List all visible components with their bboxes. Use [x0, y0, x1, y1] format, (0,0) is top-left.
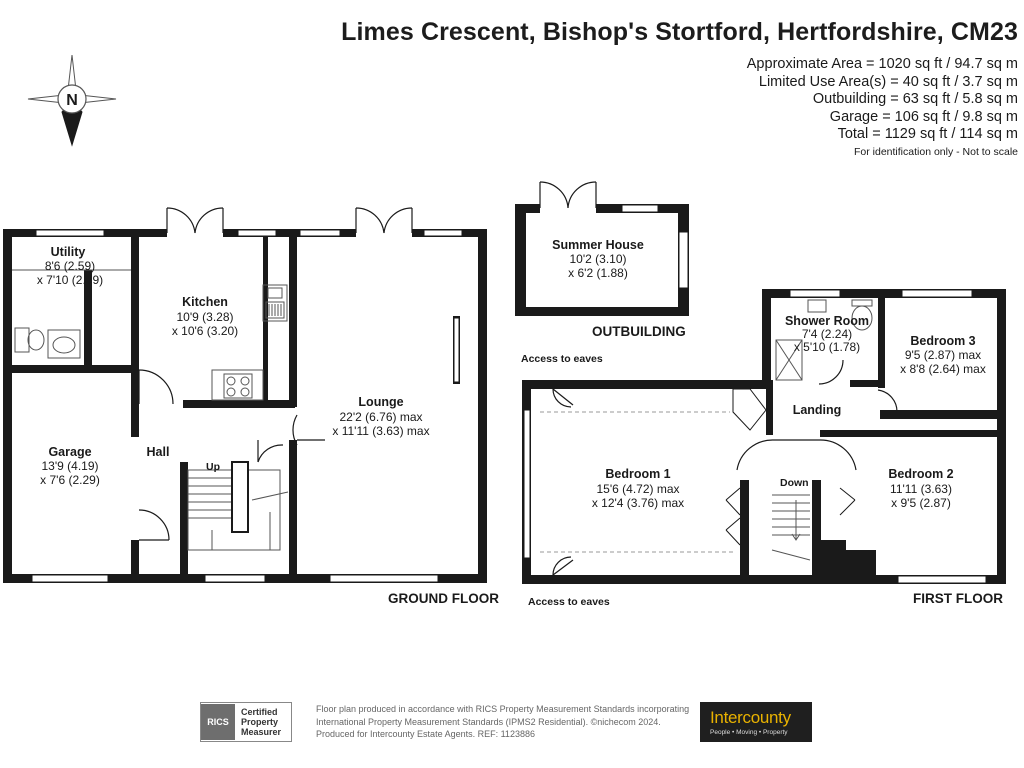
- area-garage: Garage = 106 sq ft / 9.8 sq m: [829, 108, 1018, 125]
- eaves-top-label: Access to eaves: [521, 353, 603, 365]
- landing-name: Landing: [793, 403, 842, 417]
- compass-icon: N: [27, 54, 117, 147]
- garage-dim2: x 7'6 (2.29): [40, 473, 100, 487]
- rics-line2: Property: [241, 717, 279, 727]
- garage-dim1: 13'9 (4.19): [42, 459, 99, 473]
- rics-logo: RICS: [201, 704, 235, 740]
- area-approximate: Approximate Area = 1020 sq ft / 94.7 sq …: [746, 56, 1018, 72]
- rics-line1: Certified: [241, 707, 278, 717]
- footer-line1: Floor plan produced in accordance with R…: [316, 704, 690, 714]
- utility-fixtures: [12, 269, 131, 359]
- summer-house-dim1: 10'2 (3.10): [570, 252, 627, 266]
- first-floor-doors: [552, 359, 898, 576]
- first-floor-windows: [523, 289, 987, 584]
- agent-name: Intercounty: [710, 708, 791, 727]
- outbuilding-label: OUTBUILDING: [592, 324, 686, 339]
- summer-house-dim2: x 6'2 (1.88): [568, 266, 628, 280]
- area-limited-use: Limited Use Area(s) = 40 sq ft / 3.7 sq …: [758, 73, 1018, 90]
- ground-floor-label: GROUND FLOOR: [388, 591, 499, 606]
- kitchen-name: Kitchen: [182, 295, 228, 309]
- agent-tagline: People • Moving • Property: [710, 729, 788, 736]
- first-stairs-label: Down: [780, 477, 809, 489]
- eaves-lines: [540, 411, 736, 553]
- lounge-name: Lounge: [358, 395, 403, 409]
- bedroom3-dim1: 9'5 (2.87) max: [905, 348, 981, 362]
- lounge-dim2: x 11'11 (3.63) max: [332, 424, 429, 438]
- footer-line2: International Property Measurement Stand…: [316, 716, 661, 727]
- ground-floor-windows: [31, 229, 463, 583]
- floor-plan: N: [3, 54, 1006, 608]
- bedroom1-name: Bedroom 1: [605, 467, 670, 481]
- garage-name: Garage: [48, 445, 91, 459]
- outbuilding-windows-doors: [539, 181, 689, 289]
- first-floor-walls: [522, 289, 1006, 584]
- shower-room-fixtures: [775, 299, 873, 381]
- area-summary: Approximate Area = 1020 sq ft / 94.7 sq …: [747, 56, 1018, 158]
- shower-room-dim2: x 5'10 (1.78): [794, 340, 860, 354]
- compass-letter: N: [66, 92, 78, 109]
- plan-title: Limes Crescent, Bishop's Stortford, Hert…: [341, 18, 1018, 46]
- utility-dim1: 8'6 (2.59): [45, 259, 95, 273]
- area-outbuilding: Outbuilding = 63 sq ft / 5.8 sq m: [812, 91, 1018, 107]
- bedroom1-dim1: 15'6 (4.72) max: [597, 482, 680, 496]
- rics-badge-text: Certified Property Measurer: [235, 707, 281, 737]
- bedroom2-dim1: 11'11 (3.63): [890, 482, 952, 496]
- rics-mark-text: RICS: [207, 717, 229, 727]
- first-stairs: [771, 494, 811, 561]
- rics-line3: Measurer: [241, 727, 282, 737]
- bedroom2-dim2: x 9'5 (2.87): [891, 496, 951, 510]
- shower-room-dim1: 7'4 (2.24): [802, 327, 852, 341]
- utility-dim2: x 7'10 (2.39): [37, 273, 103, 287]
- bedroom2-name: Bedroom 2: [888, 467, 953, 481]
- bedroom3-name: Bedroom 3: [910, 334, 975, 348]
- utility-name: Utility: [51, 245, 86, 259]
- kitchen-fixtures: [211, 284, 288, 401]
- hall-name: Hall: [147, 445, 170, 459]
- ground-stairs-label: Up: [206, 461, 220, 473]
- lounge-dim1: 22'2 (6.76) max: [340, 410, 423, 424]
- eaves-bottom-label: Access to eaves: [528, 596, 610, 608]
- shower-room-name: Shower Room: [785, 314, 869, 328]
- bedroom1-dim2: x 12'4 (3.76) max: [592, 496, 684, 510]
- ground-floor-doors: [138, 207, 413, 541]
- kitchen-dim1: 10'9 (3.28): [177, 310, 234, 324]
- kitchen-dim2: x 10'6 (3.20): [172, 324, 238, 338]
- summer-house-name: Summer House: [552, 238, 644, 252]
- ground-stairs: [187, 461, 289, 551]
- agent-logo: Intercounty People • Moving • Property: [700, 702, 812, 742]
- rics-badge: RICS Certified Property Measurer: [200, 702, 292, 742]
- area-total: Total = 1129 sq ft / 114 sq m: [837, 126, 1018, 142]
- first-floor-label: FIRST FLOOR: [913, 591, 1003, 606]
- footer-line3: Produced for Intercounty Estate Agents. …: [316, 729, 535, 739]
- bedroom3-dim2: x 8'8 (2.64) max: [900, 362, 986, 376]
- scale-note: For identification only - Not to scale: [854, 145, 1018, 158]
- footer-disclaimer: Floor plan produced in accordance with R…: [316, 703, 689, 741]
